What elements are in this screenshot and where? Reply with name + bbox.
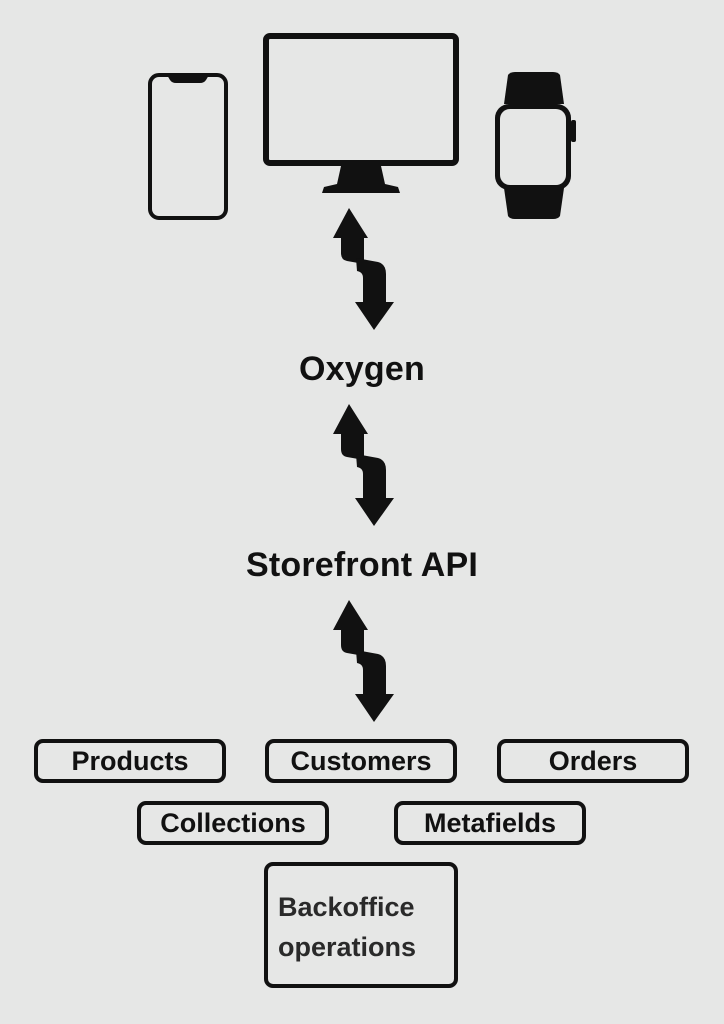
products-box: Products	[34, 739, 226, 783]
storefront-api-label: Storefront API	[246, 546, 478, 584]
collections-box: Collections	[137, 801, 329, 845]
backoffice-operations-box: Backoffice operations	[264, 862, 458, 988]
orders-box: Orders	[497, 739, 689, 783]
bidirectional-arrow-icon	[333, 404, 394, 526]
bidirectional-arrow-icon	[333, 208, 394, 330]
bidirectional-arrow-icon	[333, 600, 394, 722]
devices-illustration	[148, 33, 576, 220]
desktop-monitor-icon	[263, 33, 459, 193]
backoffice-line-1: Backoffice	[278, 892, 415, 922]
backoffice-line-2: operations	[278, 932, 417, 962]
smartphone-icon	[148, 73, 228, 220]
metafields-box: Metafields	[394, 801, 586, 845]
smartwatch-icon	[495, 72, 576, 219]
customers-box: Customers	[265, 739, 457, 783]
oxygen-label: Oxygen	[299, 350, 425, 388]
